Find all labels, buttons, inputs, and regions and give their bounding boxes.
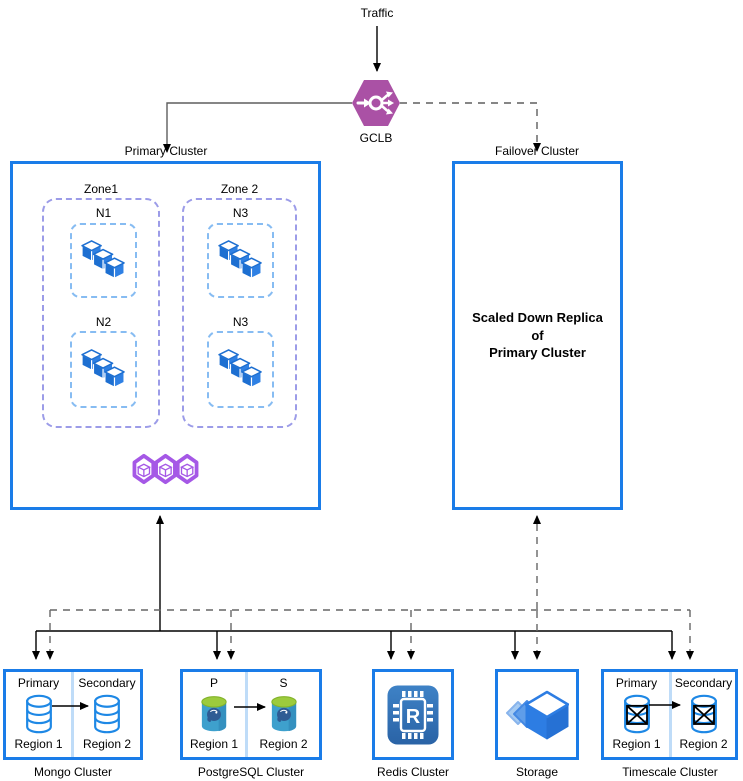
- mongo-secondary-role-label: Secondary: [78, 676, 136, 690]
- timescale-primary-cell: Primary Region 1: [604, 672, 669, 757]
- storage-box: [495, 669, 579, 760]
- node-n3a-box: [207, 223, 274, 298]
- postgres-region2-label: Region 2: [259, 737, 308, 751]
- mongo-primary-cell: Primary Region 1: [6, 672, 71, 757]
- timescale-region2-label: Region 2: [679, 737, 728, 751]
- mongo-cluster-title: Mongo Cluster: [33, 765, 113, 779]
- failover-cluster-box: Scaled Down Replica of Primary Cluster: [452, 161, 623, 510]
- region-divider: [669, 672, 672, 757]
- pod-group-hexagons-icon: [131, 453, 200, 485]
- timescale-cluster-box: Primary Region 1 Secondary Region 2: [601, 669, 738, 760]
- traffic-label: Traffic: [360, 6, 394, 20]
- database-crossed-icon: [688, 694, 720, 734]
- node-n3b-box: [207, 331, 274, 408]
- redis-cluster-box: R: [372, 669, 454, 760]
- failover-cluster-label: Failover Cluster: [494, 144, 580, 158]
- postgresql-cylinder-icon: [270, 695, 298, 733]
- storage-title: Storage: [515, 765, 559, 779]
- postgres-primary-cell: P Region 1: [183, 672, 245, 757]
- pods-cubes-icon: [218, 349, 264, 391]
- region-divider: [71, 672, 74, 757]
- node-n3b-label: N3: [232, 315, 249, 329]
- node-n2-box: [70, 331, 137, 408]
- failover-body-line1: Scaled Down Replica: [472, 310, 603, 326]
- timescale-region1-label: Region 1: [612, 737, 661, 751]
- pods-cubes-icon: [81, 349, 127, 391]
- zone1-label: Zone1: [83, 182, 119, 196]
- pods-cubes-icon: [218, 240, 264, 282]
- database-cylinder-icon: [23, 694, 55, 734]
- primary-cluster-box: Zone1 Zone 2 N1 N2 N3 N3: [10, 161, 321, 510]
- mongo-primary-role-label: Primary: [17, 676, 60, 690]
- gclb-label: GCLB: [359, 131, 393, 145]
- database-cylinder-icon: [91, 694, 123, 734]
- pods-cubes-icon: [81, 240, 127, 282]
- mongo-region2-label: Region 2: [82, 737, 132, 751]
- timescale-secondary-cell: Secondary Region 2: [672, 672, 735, 757]
- mongo-cluster-box: Primary Region 1 Secondary Region 2: [3, 669, 143, 760]
- node-n2-label: N2: [95, 315, 112, 329]
- redis-cluster-title: Redis Cluster: [376, 765, 450, 779]
- timescale-cluster-title: Timescale Cluster: [622, 765, 718, 779]
- failover-body-line2: of: [531, 327, 544, 343]
- postgres-s-label: S: [279, 676, 288, 690]
- redis-chip-letter: R: [406, 706, 421, 728]
- gclb-load-balancer-icon: [352, 80, 400, 126]
- node-n1-box: [70, 223, 137, 298]
- postgres-secondary-cell: S Region 2: [248, 672, 319, 757]
- node-n3a-label: N3: [232, 206, 249, 220]
- mongo-region1-label: Region 1: [14, 737, 63, 751]
- postgresql-cluster-box: P Region 1 S Region 2: [180, 669, 322, 760]
- zone1-box: N1 N2: [42, 198, 160, 428]
- region-divider: [245, 672, 248, 757]
- zone2-label: Zone 2: [220, 182, 259, 196]
- postgres-p-label: P: [209, 676, 218, 690]
- timescale-secondary-role-label: Secondary: [674, 676, 733, 690]
- postgresql-cluster-title: PostgreSQL Cluster: [197, 765, 305, 779]
- database-crossed-icon: [621, 694, 653, 734]
- zone2-box: N3 N3: [182, 198, 297, 428]
- postgresql-cylinder-icon: [200, 695, 228, 733]
- node-n1-label: N1: [95, 206, 112, 220]
- failover-body-line3: Primary Cluster: [489, 345, 586, 361]
- mongo-secondary-cell: Secondary Region 2: [74, 672, 140, 757]
- postgres-region1-label: Region 1: [189, 737, 239, 751]
- redis-chip-icon: R: [387, 685, 439, 744]
- timescale-primary-role-label: Primary: [615, 676, 658, 690]
- storage-boxes-icon: [505, 689, 569, 741]
- primary-cluster-label: Primary Cluster: [124, 144, 208, 158]
